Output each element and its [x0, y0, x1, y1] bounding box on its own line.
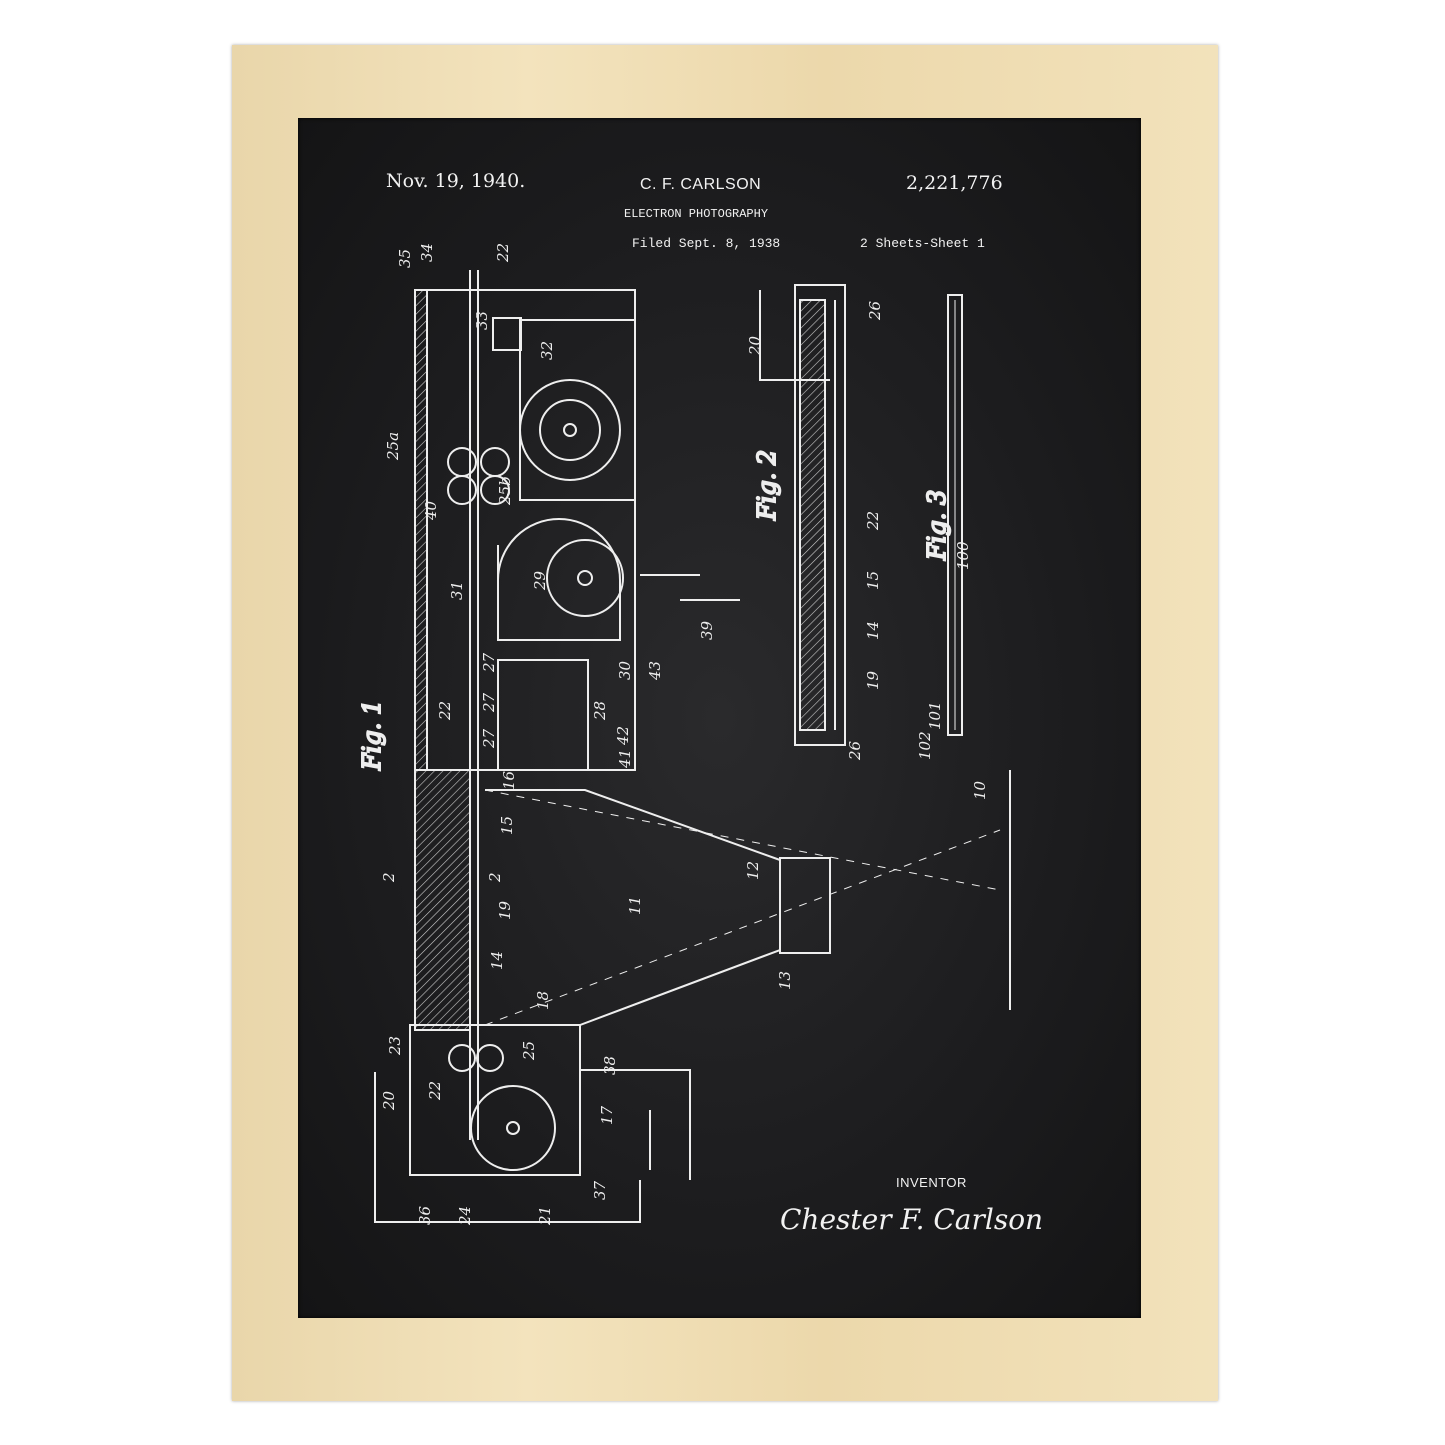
reference-numeral: 14 [488, 951, 506, 970]
fig1-apparatus [374, 270, 1011, 1223]
fig3-section [947, 294, 963, 736]
reference-numeral: 40 [422, 500, 440, 521]
reference-numeral: 100 [954, 541, 972, 570]
sheet-count: 2 Sheets-Sheet 1 [860, 236, 985, 251]
reference-numeral: 16 [500, 770, 518, 790]
reference-numeral: 22 [494, 243, 512, 263]
reference-numeral: 24 [456, 1206, 474, 1226]
reference-numeral: 10 [971, 780, 989, 800]
reference-numeral: 15 [498, 816, 516, 835]
reference-numeral: 27 [480, 692, 498, 713]
reference-numeral: 20 [380, 1090, 398, 1111]
reference-numeral: 28 [591, 701, 609, 721]
reference-numeral: 15 [864, 571, 882, 590]
reference-numeral: 101 [926, 701, 944, 730]
inventor-name: C. F. CARLSON [640, 176, 762, 193]
reference-numeral: 102 [916, 731, 934, 760]
reference-numeral: 20 [746, 335, 764, 356]
reference-numeral: 13 [776, 971, 794, 990]
reference-numeral: 2 [486, 872, 504, 883]
reference-numeral: 30 [616, 660, 634, 680]
reference-numeral: 33 [473, 311, 491, 330]
reference-numeral: 23 [386, 1036, 404, 1056]
reference-numeral: 27 [480, 652, 498, 673]
inventor-signature: Chester F. Carlson [780, 1203, 1044, 1236]
reference-numeral: 43 [646, 661, 664, 681]
filed-date: Filed Sept. 8, 1938 [632, 236, 781, 251]
reference-numeral: 25 [520, 1041, 538, 1061]
reference-numeral: 2 [380, 872, 398, 883]
reference-numeral: 41 [616, 749, 634, 769]
fig2-section [759, 284, 846, 746]
fig3-label: Fig. 3 [923, 490, 951, 561]
reference-numeral: 29 [531, 570, 549, 591]
reference-numeral: 42 [614, 726, 632, 746]
reference-numeral: 17 [598, 1105, 616, 1125]
reference-numeral: 37 [591, 1180, 609, 1200]
reference-numeral: 22 [864, 511, 882, 531]
patent-title: ELECTRON PHOTOGRAPHY [624, 207, 769, 221]
reference-numeral: 34 [418, 243, 436, 262]
reference-numeral: 31 [448, 581, 466, 600]
reference-numeral: 18 [534, 991, 552, 1010]
reference-numeral: 35 [396, 249, 414, 268]
reference-numeral: 22 [426, 1081, 444, 1101]
reference-numeral: 27 [480, 728, 498, 749]
reference-numeral: 21 [536, 1206, 554, 1226]
inventor-label: INVENTOR [896, 1175, 967, 1190]
fig1-label: Fig. 1 [358, 700, 386, 771]
reference-numeral: 22 [436, 701, 454, 721]
reference-numeral: 25b [496, 476, 514, 506]
reference-numeral: 19 [864, 670, 882, 690]
reference-numeral: 36 [416, 1205, 434, 1225]
reference-numeral: 26 [846, 740, 864, 761]
reference-numeral: 38 [601, 1056, 619, 1075]
reference-numeral: 11 [626, 896, 644, 915]
reference-numeral: 12 [744, 861, 762, 880]
reference-numeral: 39 [698, 620, 716, 640]
reference-numeral: 19 [496, 900, 514, 920]
fig2-label: Fig. 2 [753, 450, 781, 521]
reference-numeral: 32 [538, 341, 556, 360]
reference-numeral: 26 [866, 300, 884, 321]
reference-numeral: 25a [384, 432, 402, 461]
patent-number: 2,221,776 [906, 172, 1003, 194]
blueprint-poster [298, 118, 1141, 1318]
patent-date: Nov. 19, 1940. [386, 170, 526, 192]
reference-numeral: 14 [864, 621, 882, 640]
